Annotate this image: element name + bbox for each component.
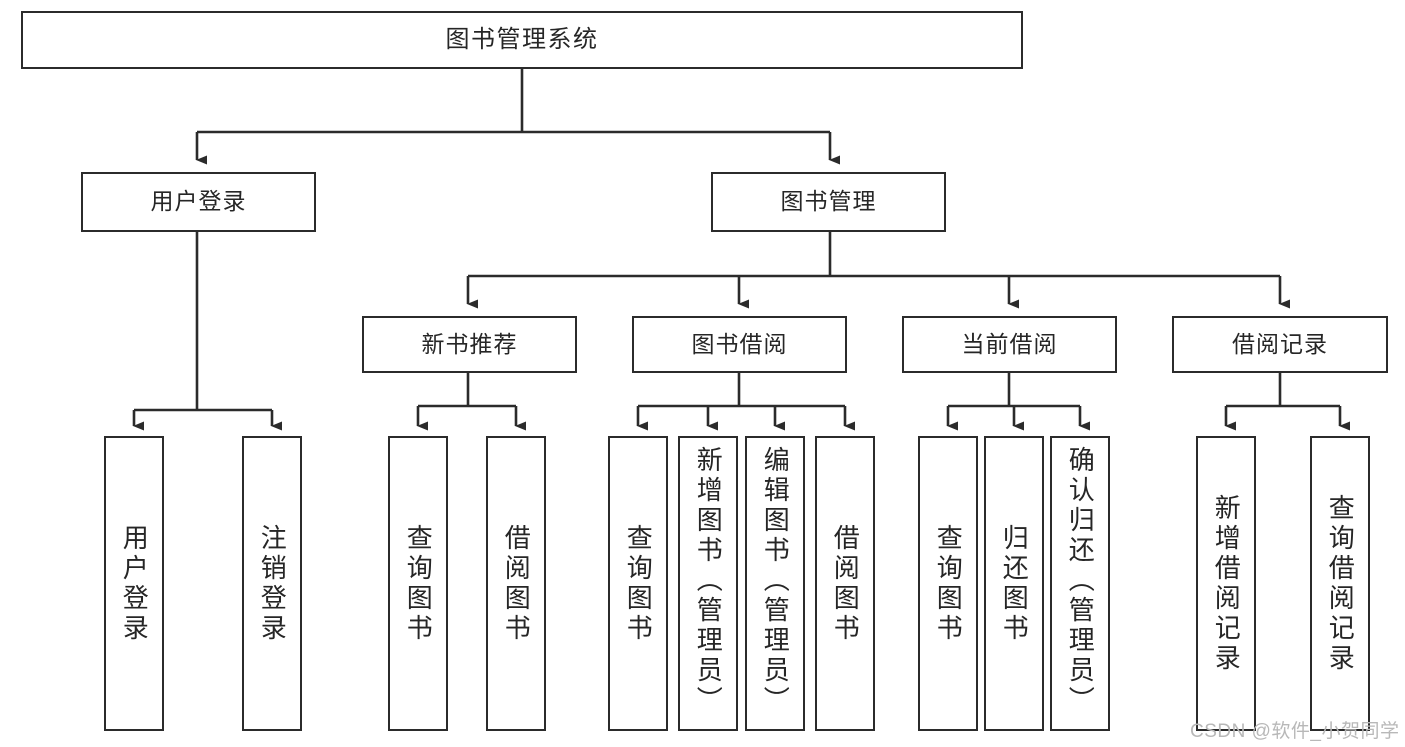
leaf-user-login[interactable]: 用户登录 xyxy=(104,436,164,731)
node-label: 借阅图书 xyxy=(501,523,532,644)
node-label: 图书管理 xyxy=(780,188,877,215)
node-current-borrowing[interactable]: 当前借阅 xyxy=(902,316,1117,373)
node-label: 当前借阅 xyxy=(961,330,1058,357)
node-label: 注销登录 xyxy=(257,523,288,644)
leaf-query-book-recommend[interactable]: 查询图书 xyxy=(388,436,448,731)
leaf-borrow-book-recommend[interactable]: 借阅图书 xyxy=(486,436,546,731)
leaf-query-book-borrow[interactable]: 查询图书 xyxy=(608,436,668,731)
node-label: 确认归还（管理员） xyxy=(1065,446,1096,716)
node-label: 新书推荐 xyxy=(421,330,518,357)
node-label: 图书管理系统 xyxy=(445,25,599,53)
node-label: 查询图书 xyxy=(403,523,434,644)
node-book-borrowing[interactable]: 图书借阅 xyxy=(632,316,847,373)
node-user-login[interactable]: 用户登录 xyxy=(81,172,316,232)
node-label: 查询图书 xyxy=(623,523,654,644)
node-book-management[interactable]: 图书管理 xyxy=(711,172,946,232)
leaf-confirm-return-admin[interactable]: 确认归还（管理员） xyxy=(1050,436,1110,731)
leaf-return-book[interactable]: 归还图书 xyxy=(984,436,1044,731)
node-root-book-management-system[interactable]: 图书管理系统 xyxy=(21,11,1023,69)
leaf-borrow-book[interactable]: 借阅图书 xyxy=(815,436,875,731)
leaf-logout[interactable]: 注销登录 xyxy=(242,436,302,731)
leaf-edit-book-admin[interactable]: 编辑图书（管理员） xyxy=(745,436,805,731)
node-borrowing-record[interactable]: 借阅记录 xyxy=(1172,316,1388,373)
node-label: 新增图书（管理员） xyxy=(693,446,724,716)
node-label: 归还图书 xyxy=(999,523,1030,644)
node-label: 借阅图书 xyxy=(830,523,861,644)
node-label: 新增借阅记录 xyxy=(1211,493,1242,674)
leaf-add-book-admin[interactable]: 新增图书（管理员） xyxy=(678,436,738,731)
node-label: 查询图书 xyxy=(933,523,964,644)
csdn-watermark: CSDN @软件_小贺同学 xyxy=(1190,721,1400,742)
node-label: 借阅记录 xyxy=(1232,330,1328,357)
node-label: 编辑图书（管理员） xyxy=(760,446,791,716)
node-label: 用户登录 xyxy=(150,188,247,215)
node-label: 用户登录 xyxy=(119,523,150,644)
leaf-query-book-current[interactable]: 查询图书 xyxy=(918,436,978,731)
node-label: 查询借阅记录 xyxy=(1325,493,1356,674)
node-label: 图书借阅 xyxy=(691,330,788,357)
leaf-query-borrow-record[interactable]: 查询借阅记录 xyxy=(1310,436,1370,731)
leaf-add-borrow-record[interactable]: 新增借阅记录 xyxy=(1196,436,1256,731)
node-new-book-recommendation[interactable]: 新书推荐 xyxy=(362,316,577,373)
